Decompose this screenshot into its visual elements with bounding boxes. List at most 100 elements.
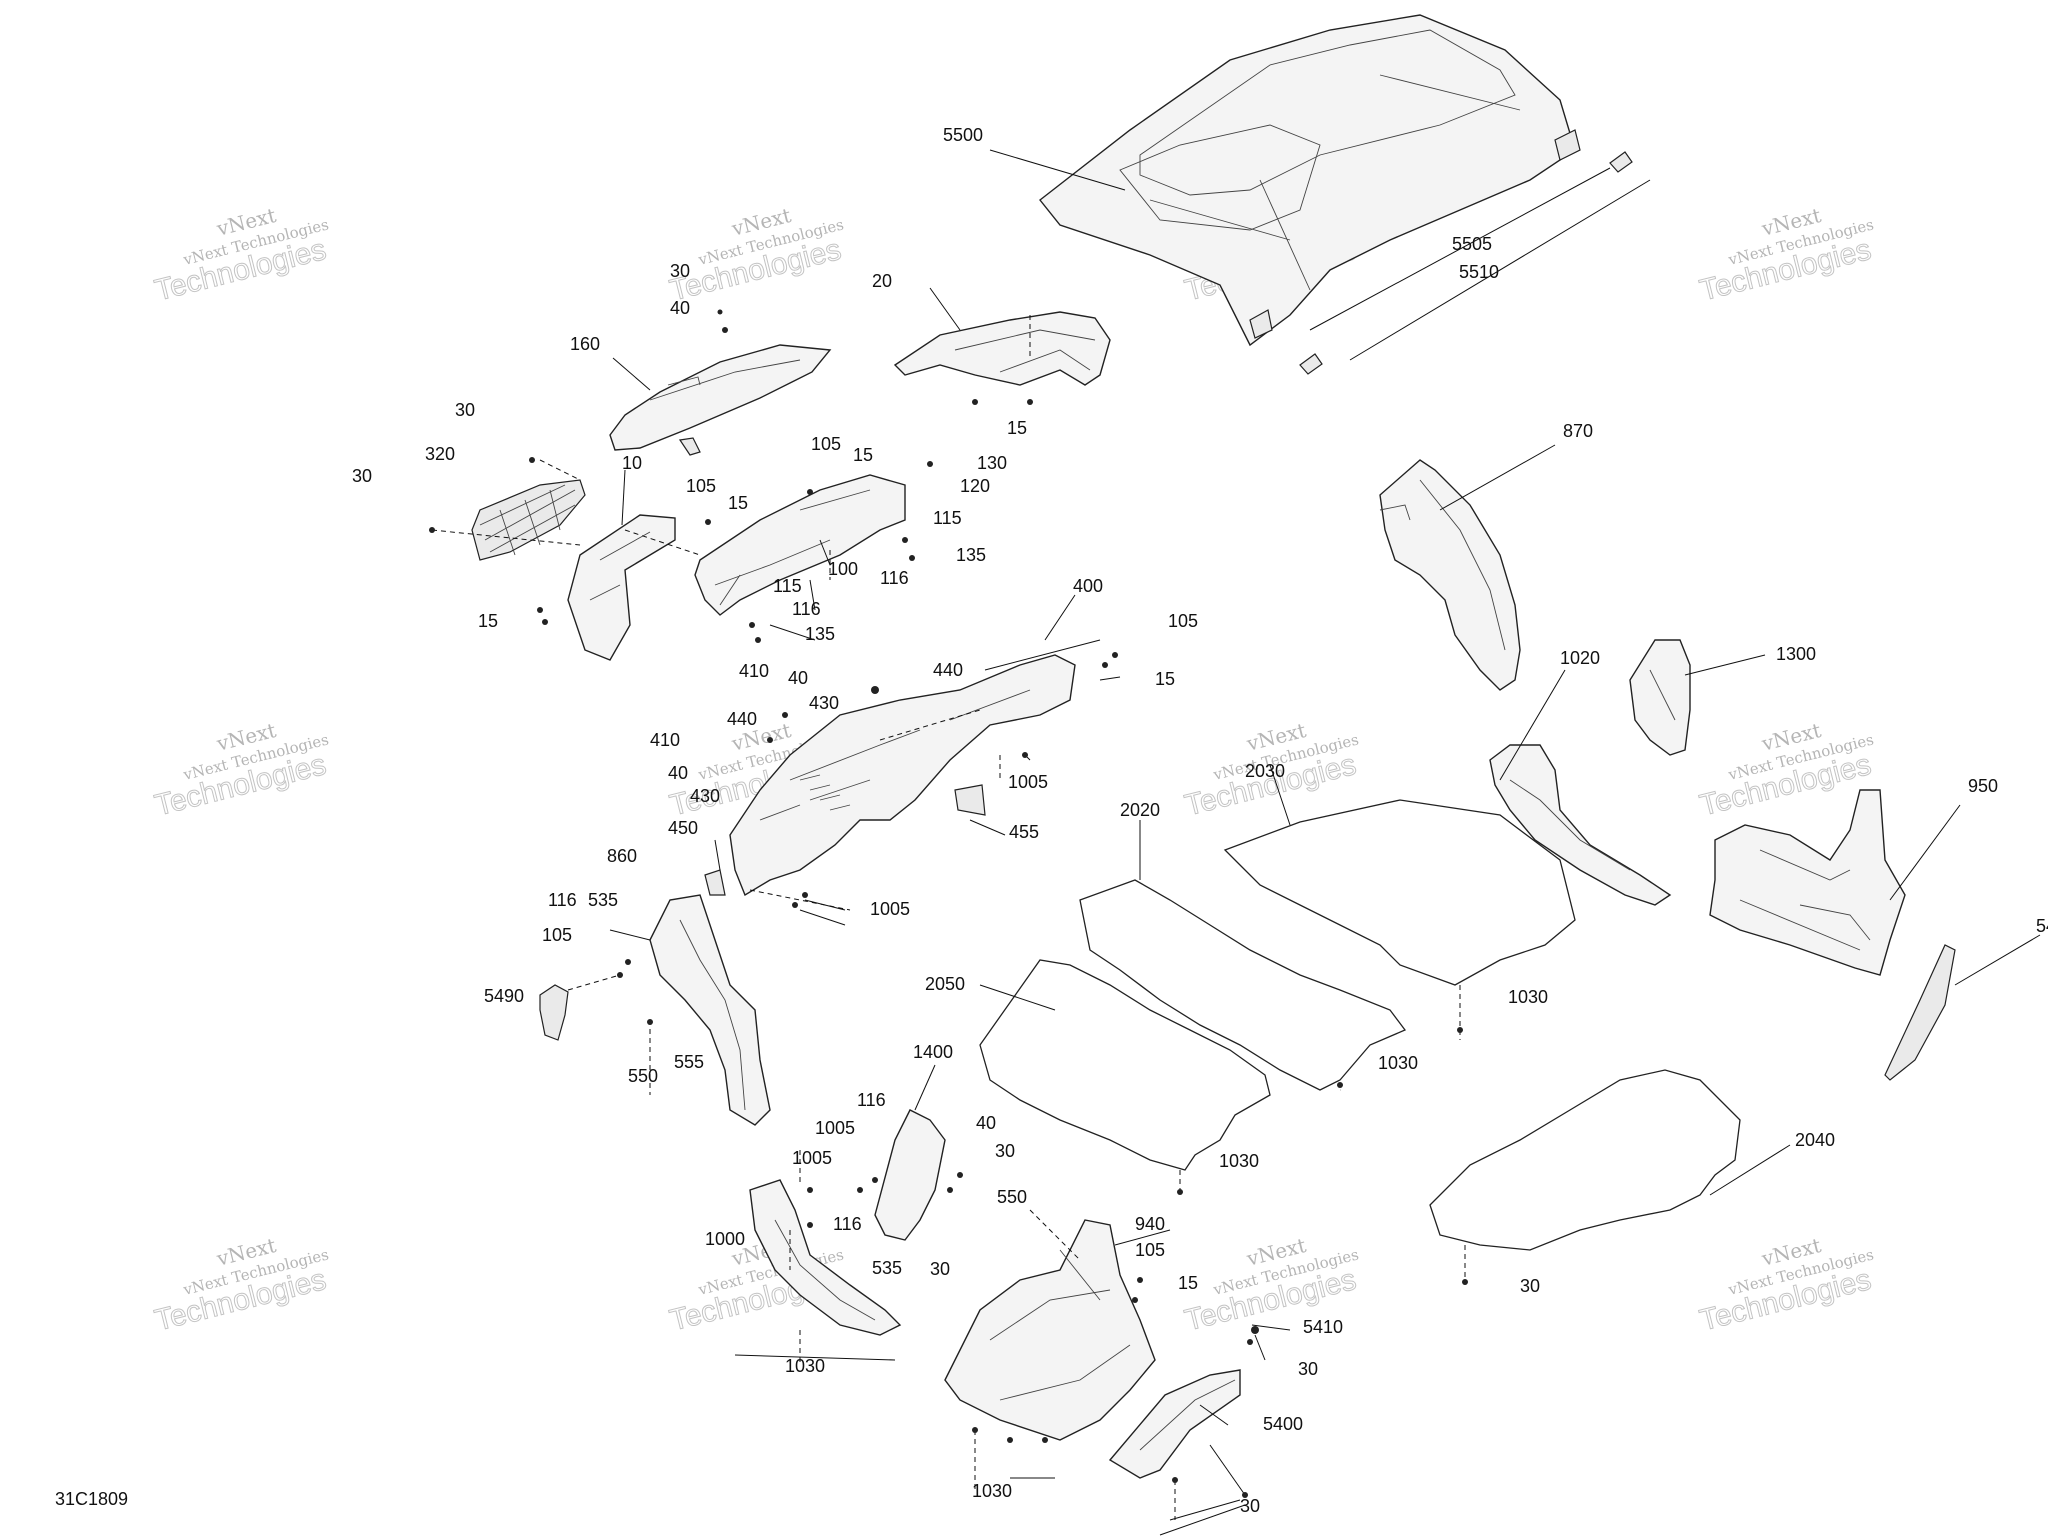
callout-label: 135 (805, 624, 835, 644)
callout-label: 1030 (972, 1481, 1012, 1501)
callout-label: 105 (542, 925, 572, 945)
callout-label: 30 (1520, 1276, 1540, 1296)
callout-label: 135 (956, 545, 986, 565)
callout-label: 30 (1298, 1359, 1318, 1379)
callout-label: 116 (792, 599, 821, 619)
watermark: vNext vNext Technologies Technologies (1696, 203, 1876, 308)
callout-label: 1030 (1219, 1151, 1259, 1171)
callout-label: 105 (1135, 1240, 1165, 1260)
callout-label: 15 (728, 493, 748, 513)
callout-label: 1005 (870, 899, 910, 919)
floor-panel-left (979, 959, 1271, 1171)
callout-label: 550 (628, 1066, 658, 1086)
callout-label: 30 (670, 261, 690, 281)
callout-label: 116 (833, 1214, 862, 1234)
skid-plate-part (1429, 1069, 1741, 1251)
callout-label: 5400 (1263, 1414, 1303, 1434)
callout-label: 20 (872, 271, 892, 291)
callout-label: 40 (788, 668, 808, 688)
callout-label: 1005 (792, 1148, 832, 1168)
callout-label: 450 (668, 818, 698, 838)
callout-label: 5510 (1459, 262, 1499, 282)
hood-cover-part (609, 344, 832, 456)
watermark: vNext vNext Technologies Technologies (666, 203, 846, 308)
front-fascia-part (567, 514, 676, 661)
callout-label: 5505 (1452, 234, 1492, 254)
grille-part (471, 479, 586, 561)
callout-label: 15 (1155, 669, 1175, 689)
callout-label: 440 (727, 709, 757, 729)
roof-clip-front (1299, 353, 1323, 375)
lower-pillar-part (874, 1109, 946, 1241)
callout-label: 535 (872, 1258, 902, 1278)
right-rocker-part (1489, 744, 1672, 906)
callout-label: 10 (622, 453, 642, 473)
callout-label: 30 (455, 400, 475, 420)
callout-label: 440 (933, 660, 963, 680)
callout-label: 30 (1240, 1496, 1260, 1516)
left-storage-bin-part (944, 1219, 1156, 1441)
callout-label: 15 (1007, 418, 1027, 438)
callout-label: 940 (1135, 1214, 1165, 1234)
callout-label: 116 (880, 568, 909, 588)
left-a-pillar-part (649, 894, 771, 1126)
watermark: vNext vNext Technologies Technologies (151, 718, 331, 823)
watermark: vNext vNext Technologies Technologies (1696, 1233, 1876, 1338)
callout-label: 1030 (1378, 1053, 1418, 1073)
callout-label: 870 (1563, 421, 1593, 441)
callout-label: 1030 (785, 1356, 825, 1376)
callout-label: 30 (352, 466, 372, 486)
callout-label: 400 (1073, 576, 1103, 596)
front-tub-part (694, 474, 906, 616)
watermark: vNext vNext Technologies Technologies (151, 203, 331, 308)
callout-label: 2040 (1795, 1130, 1835, 1150)
storage-bin-part (1709, 789, 1906, 976)
callout-label: 535 (588, 890, 618, 910)
dash-insert-part (954, 784, 986, 816)
callout-label: 115 (773, 576, 802, 596)
watermark: vNext vNext Technologies Technologies (1696, 718, 1876, 823)
callout-label: 320 (425, 444, 455, 464)
callout-label: 5490 (484, 986, 524, 1006)
callout-label: 15 (853, 445, 873, 465)
callout-label: 1030 (1508, 987, 1548, 1007)
callout-label: 550 (997, 1187, 1027, 1207)
callout-label: 105 (686, 476, 716, 496)
right-a-pillar-part (1379, 459, 1521, 691)
callout-label: 5410 (1303, 1317, 1343, 1337)
cowl-panel-part (893, 311, 1111, 386)
callout-label: 160 (570, 334, 600, 354)
callout-label: 860 (607, 846, 637, 866)
callout-label: 15 (1178, 1273, 1198, 1293)
callout-label: 950 (1968, 776, 1998, 796)
callout-label: 2050 (925, 974, 965, 994)
left-rocker-part (749, 1179, 902, 1336)
side-panel-part (1884, 944, 1956, 1081)
callout-label: 40 (668, 763, 688, 783)
fasteners (429, 309, 1468, 1498)
callout-label: 430 (809, 693, 839, 713)
callout-label: 105 (811, 434, 841, 454)
parts (471, 14, 1956, 1479)
callout-label: 115 (933, 508, 962, 528)
callout-label: 130 (977, 453, 1007, 473)
dash-trim-part (704, 869, 726, 896)
callout-label: 1300 (1776, 644, 1816, 664)
watermark: vNext vNext Technologies Technologies (151, 1233, 331, 1338)
drawing-code: 31C1809 (55, 1489, 128, 1509)
callout-label: 30 (930, 1259, 950, 1279)
leader-lines (609, 149, 2041, 1536)
callout-label: 555 (674, 1052, 704, 1072)
callout-label: 15 (478, 611, 498, 631)
callout-label: 40 (976, 1113, 996, 1133)
callout-label: 105 (1168, 611, 1198, 631)
roof-clip-rear (1609, 151, 1633, 173)
callout-label: 5500 (943, 125, 983, 145)
callout-label: 2030 (1245, 761, 1285, 781)
callout-label: 100 (828, 559, 858, 579)
assembly-lines (431, 315, 1466, 1520)
callout-label: 120 (960, 476, 990, 496)
callout-label: 455 (1009, 822, 1039, 842)
callout-label: 30 (995, 1141, 1015, 1161)
